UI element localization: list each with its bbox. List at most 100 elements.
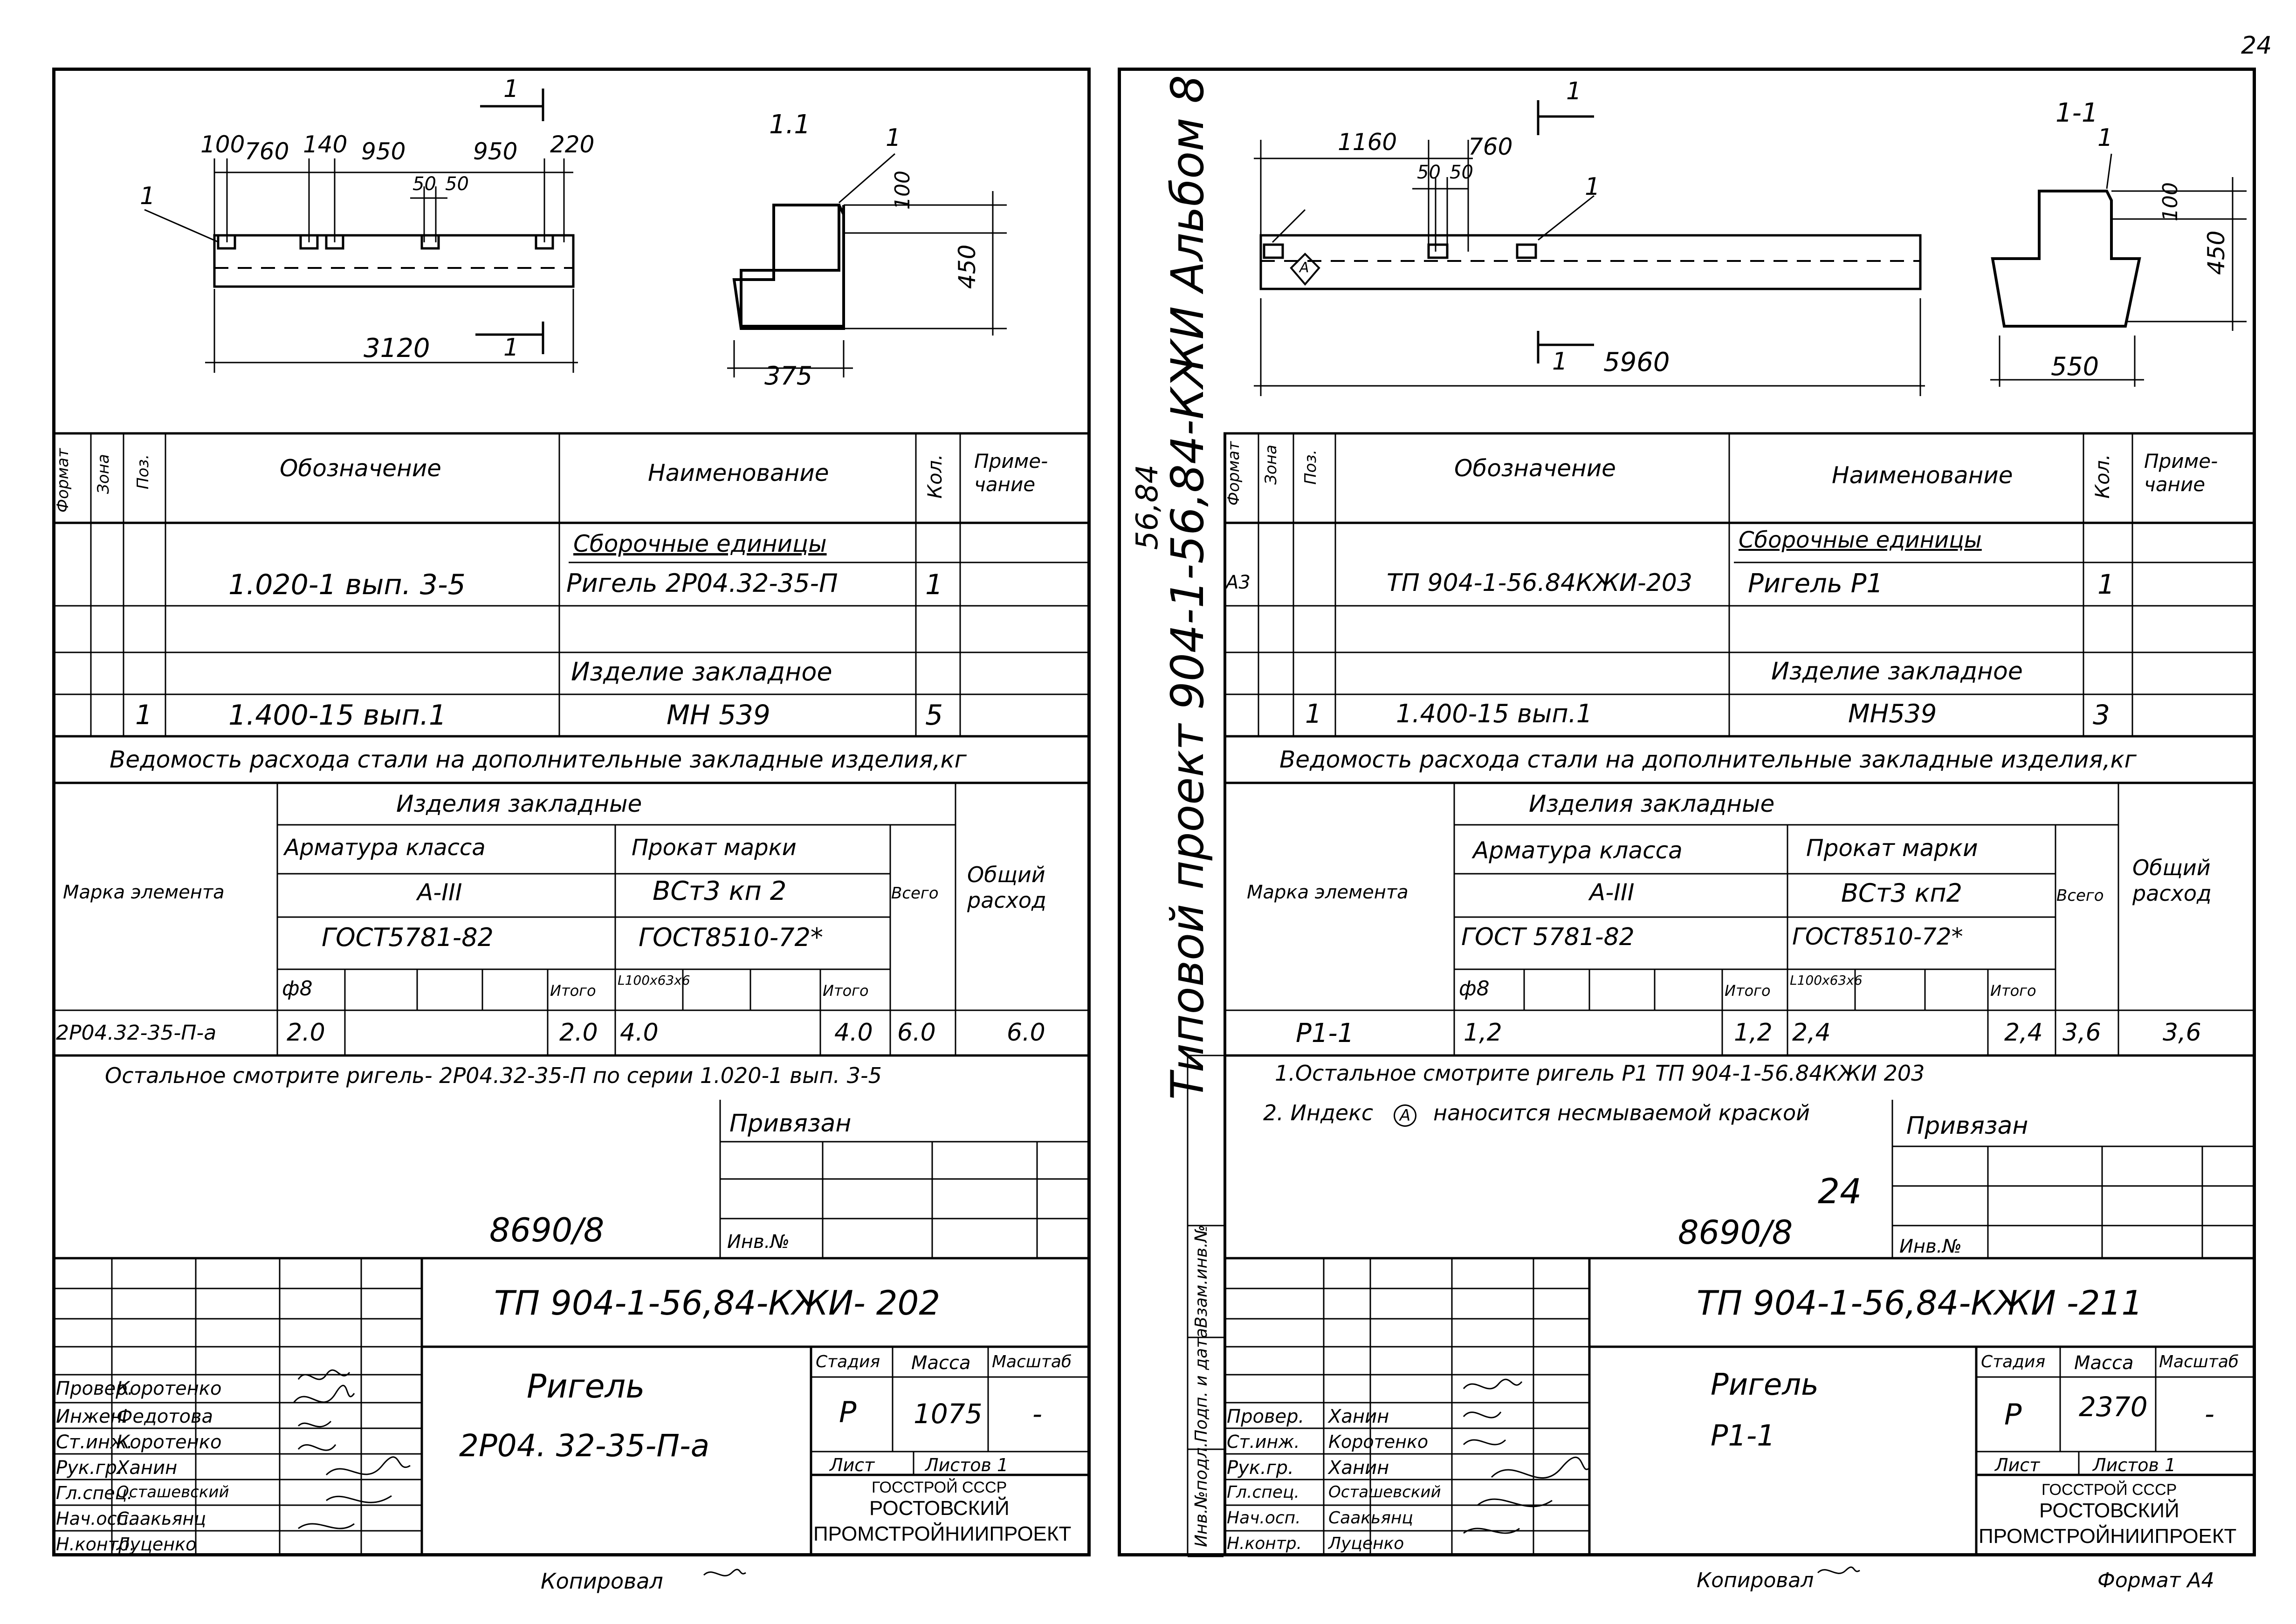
right-spec-h-pos: Поз.	[1301, 449, 1320, 485]
left-sheet-h: Лист	[830, 1455, 875, 1475]
left-stage: Р	[839, 1395, 857, 1429]
right-signer-role: Н.контр.	[1227, 1534, 1302, 1553]
left-stage-h: Стадия	[816, 1352, 880, 1371]
left-title2: 2Р04. 32-35-П-а	[459, 1428, 710, 1464]
right-mass: 2370	[2079, 1391, 2148, 1423]
left-signer-role: Инжен.	[56, 1406, 129, 1427]
left-spec-h-note: Приме-чание	[974, 450, 1048, 496]
left-inv-label: Инв.№	[727, 1231, 790, 1253]
right-pos-label: 1	[1585, 173, 1601, 201]
right-signer-name: Луценко	[1328, 1534, 1404, 1553]
right-steel-col-mark: Марка элемента	[1247, 882, 1409, 903]
right-steel-grid	[1224, 781, 2256, 1057]
right-steel-total: Всего	[2056, 886, 2104, 905]
right-steel-row-prokat-total: 2,4	[2004, 1019, 2043, 1047]
signatures	[293, 1369, 1860, 1576]
left-dim-950a: 950	[361, 138, 406, 165]
left-steel-sub-itogo2: Итого	[823, 982, 869, 1000]
left-steel-row-prokat-total: 4.0	[834, 1019, 873, 1047]
right-note-2-mark: А	[1394, 1104, 1417, 1127]
right-section-pos: 1	[2097, 124, 2113, 152]
right-org2: РОСТОВСКИЙ	[2039, 1499, 2179, 1522]
right-dim-50b: 50	[1450, 162, 1473, 183]
left-steel-prokat-grade: ВСт3 кп 2	[653, 876, 787, 906]
right-steel-row-arm-total: 1,2	[1734, 1019, 1773, 1047]
right-signer-role: Ст.инж.	[1227, 1432, 1300, 1452]
right-spec-r5-pos: 1	[1305, 699, 1322, 729]
left-dim-100: 100	[200, 131, 245, 158]
left-spec-r1-name: Сборочные единицы	[573, 530, 827, 557]
left-steel-sub-angle: L100x63x6	[618, 973, 690, 988]
left-length: 3120	[364, 333, 430, 363]
right-spec-r1-name: Сборочные единицы	[1739, 527, 1982, 553]
left-steel-row-arm-total: 2.0	[559, 1019, 598, 1047]
right-steel-prokat-grade: ВСт3 кп2	[1841, 878, 1963, 908]
right-signer-role: Нач.осп.	[1227, 1508, 1301, 1528]
left-number: 8690/8	[489, 1211, 605, 1249]
right-spec-r5-designation: 1.400-15 вып.1	[1396, 699, 1593, 728]
right-spec-h-qty: Кол.	[2091, 454, 2114, 499]
left-code: ТП 904-1-56,84-КЖИ- 202	[494, 1283, 941, 1322]
right-copied: Копировал	[1697, 1569, 1814, 1592]
right-steel-title: Ведомость расхода стали на дополнительны…	[1279, 746, 2137, 773]
left-section-pos: 1	[886, 124, 901, 152]
right-steel-arm-grade: А-III	[1589, 879, 1635, 906]
left-signer-name: Луценко	[117, 1534, 197, 1555]
right-org3: ПРОМСТРОЙНИИПРОЕКТ	[1979, 1525, 2237, 1548]
left-signer-role: Н.контр.	[56, 1534, 136, 1555]
right-spec-grid	[1224, 432, 2256, 738]
left-org2: РОСТОВСКИЙ	[869, 1497, 1010, 1520]
left-spec-h-zone: Зона	[94, 454, 113, 494]
left-spec-r5-name: МН 539	[667, 699, 770, 731]
right-steel-sub-itogo1: Итого	[1725, 982, 1771, 1000]
right-signer-name: Ханин	[1328, 1457, 1389, 1479]
left-spec-h-pos: Поз.	[134, 454, 152, 489]
right-length: 5960	[1603, 347, 1670, 377]
right-stage: Р	[2004, 1398, 2022, 1432]
left-mass: 1075	[914, 1398, 983, 1430]
left-spec-r2-qty: 1	[925, 569, 943, 601]
right-spec-h-note: Приме-чание	[2144, 450, 2218, 496]
left-section-dim-450: 450	[954, 244, 981, 289]
right-steel-overall: Общий расход	[2132, 855, 2212, 906]
right-spec-r4-name: Изделие закладное	[1771, 658, 2023, 685]
left-signer-role: Ст.инж.	[56, 1432, 133, 1453]
left-sheets-h: Листов 1	[925, 1455, 1009, 1475]
left-title-block-grid	[52, 1257, 1091, 1556]
left-spec-r5-qty: 5	[925, 699, 943, 732]
right-stage-h: Стадия	[1981, 1352, 2046, 1371]
right-spec-h-format: Формат	[1224, 441, 1243, 506]
right-org1: ГОССТРОЙ СССР	[2042, 1481, 2177, 1499]
left-section-dim-375: 375	[764, 361, 813, 391]
left-spec-r2-designation: 1.020-1 вып. 3-5	[228, 569, 466, 601]
right-steel-arm-gost: ГОСТ 5781-82	[1461, 923, 1635, 951]
right-dim-760: 760	[1468, 133, 1513, 160]
right-index-mark: А	[1299, 260, 1309, 276]
right-spec-r2-format: А3	[1226, 572, 1251, 593]
right-handwritten: 24	[1818, 1172, 1862, 1212]
left-steel-arm-grade: А-III	[417, 879, 462, 906]
right-format: Формат А4	[2097, 1569, 2214, 1592]
left-sheet	[52, 68, 1091, 1556]
right-section-title: 1-1	[2055, 98, 2098, 128]
right-title2: Р1-1	[1711, 1418, 1775, 1453]
right-beam-outline	[1259, 234, 1922, 290]
left-steel-col-mark: Марка элемента	[63, 882, 225, 903]
left-copied: Копировал	[541, 1569, 663, 1594]
left-signer-name: Саакьянц	[117, 1508, 206, 1529]
left-spec-grid	[52, 432, 1091, 738]
left-signer-name: Ханин	[117, 1457, 178, 1479]
page-number: 24	[2241, 32, 2272, 60]
right-inv-label: Инв.№	[1899, 1236, 1962, 1257]
left-steel-title: Ведомость расхода стали на дополнительны…	[110, 746, 967, 773]
right-steel-arm-class: Арматура класса	[1473, 837, 1683, 864]
right-steel-sub-itogo2: Итого	[1990, 982, 2036, 1000]
left-signer-name: Коротенко	[117, 1378, 222, 1399]
left-signer-name: Осташевский	[117, 1483, 229, 1501]
left-scale-h: Масштаб	[992, 1352, 1072, 1371]
left-steel-sub-itogo1: Итого	[550, 982, 596, 1000]
left-steel-total: Всего	[891, 884, 939, 903]
left-dim-50b: 50	[445, 173, 469, 195]
left-steel-prokat: Прокат марки	[632, 835, 797, 861]
